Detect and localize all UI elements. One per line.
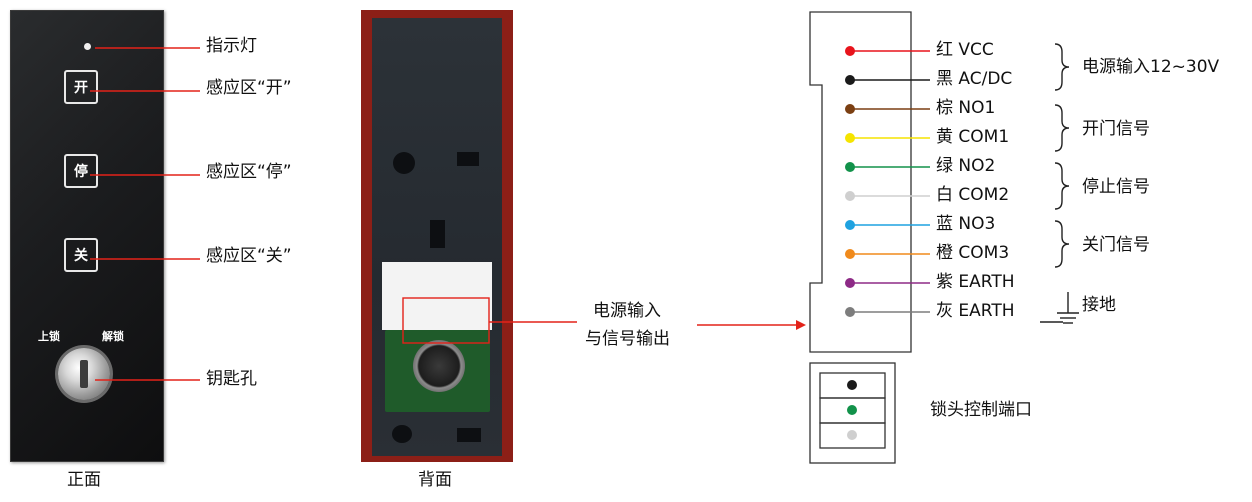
wire-label: 紫 EARTH xyxy=(936,272,1015,292)
wire-label: 橙 COM3 xyxy=(936,243,1010,263)
callout-zone-open: 感应区“开” xyxy=(206,78,292,98)
wire-label: 红 VCC xyxy=(936,40,994,60)
wire-color-dot xyxy=(845,104,855,114)
brace-close xyxy=(1054,220,1070,268)
callout-zone-stop: 感应区“停” xyxy=(206,162,292,182)
back-vent-bottom xyxy=(457,428,481,442)
sensor-button-close[interactable]: 关 xyxy=(64,238,98,272)
wire-color-dot xyxy=(845,278,855,288)
group-power-label: 电源输入12~30V xyxy=(1082,57,1220,77)
wire-color-dot xyxy=(845,191,855,201)
front-caption: 正面 xyxy=(67,470,101,490)
group-stop-label: 停止信号 xyxy=(1082,177,1150,197)
wire-label: 白 COM2 xyxy=(936,185,1010,205)
brace-open xyxy=(1054,104,1070,152)
brace-stop xyxy=(1054,162,1070,210)
connector-arrow-head xyxy=(796,320,806,330)
back-slot xyxy=(430,220,445,248)
back-callout-line2: 与信号输出 xyxy=(585,329,670,349)
lock-port-label: 锁头控制端口 xyxy=(930,400,1032,420)
connector-housing xyxy=(809,11,912,353)
group-ground-label: 接地 xyxy=(1082,295,1116,315)
key-lock-label: 上锁 xyxy=(38,330,60,343)
back-highlight-box xyxy=(402,297,490,344)
wire-label: 蓝 NO3 xyxy=(936,214,996,234)
wire-label: 黑 AC/DC xyxy=(936,69,1013,89)
callout-keyhole: 钥匙孔 xyxy=(206,369,257,389)
wire-lines xyxy=(850,50,930,313)
wire-label: 灰 EARTH xyxy=(936,301,1015,321)
lock-port-dot xyxy=(847,380,857,390)
wire-color-dot xyxy=(845,162,855,172)
back-screw-hole-bottom xyxy=(392,425,412,443)
back-vent xyxy=(457,152,479,166)
wire-color-dot xyxy=(845,249,855,259)
callout-indicator: 指示灯 xyxy=(206,36,257,56)
key-unlock-label: 解锁 xyxy=(102,330,124,343)
sensor-button-stop[interactable]: 停 xyxy=(64,154,98,188)
lock-port-slot-3 xyxy=(819,422,886,449)
wire-color-dot xyxy=(845,133,855,143)
group-close-label: 关门信号 xyxy=(1082,235,1150,255)
ground-symbol-icon xyxy=(1040,292,1079,324)
callout-zone-close: 感应区“关” xyxy=(206,246,292,266)
wire-label: 棕 NO1 xyxy=(936,98,996,118)
wiring-sticker xyxy=(382,262,492,330)
sensor-button-close-label: 关 xyxy=(74,248,88,264)
back-screw-hole xyxy=(393,152,415,174)
back-caption: 背面 xyxy=(418,470,452,490)
wire-color-dot xyxy=(845,307,855,317)
lock-port-dot xyxy=(847,405,857,415)
sensor-button-open[interactable]: 开 xyxy=(64,70,98,104)
wire-color-dot xyxy=(845,220,855,230)
sensor-button-stop-label: 停 xyxy=(74,164,88,180)
brace-power xyxy=(1054,43,1070,91)
lock-port-dot xyxy=(847,430,857,440)
sensor-button-open-label: 开 xyxy=(74,80,88,96)
wire-color-dot xyxy=(845,46,855,56)
lock-port-housing xyxy=(809,362,896,464)
indicator-light xyxy=(84,43,91,50)
group-open-label: 开门信号 xyxy=(1082,119,1150,139)
wire-label: 绿 NO2 xyxy=(936,156,996,176)
wire-color-dot xyxy=(845,75,855,85)
wire-label: 黄 COM1 xyxy=(936,127,1010,147)
key-slot xyxy=(80,360,88,388)
back-callout-line1: 电源输入 xyxy=(593,301,661,321)
buzzer-icon xyxy=(413,340,465,392)
